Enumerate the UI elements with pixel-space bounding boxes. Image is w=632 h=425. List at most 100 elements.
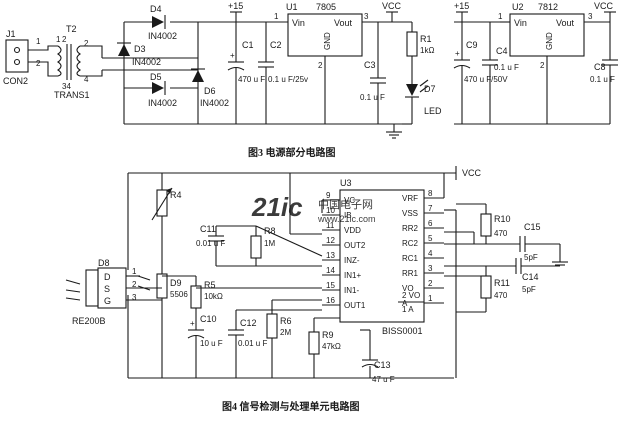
watermark-logo: 21ic <box>251 192 303 222</box>
u3-out-vo: 2 VO <box>402 291 420 300</box>
r1-value: 1kΩ <box>420 46 434 55</box>
c11-ref: C11 <box>200 224 216 234</box>
c8-value: 0.1 u F <box>590 75 615 84</box>
c3-value: 0.1 u F <box>360 93 385 102</box>
u2-part: 7812 <box>538 2 558 12</box>
resistor-r1: R1 1kΩ <box>406 22 434 84</box>
fig4-caption: 图4 信号检测与处理单元电路图 <box>222 400 360 413</box>
u3-pin-name: IN1- <box>344 286 359 295</box>
u3-pin-num: 3 <box>428 264 433 273</box>
u3-pin-num: 16 <box>326 296 335 305</box>
d4-part: IN4002 <box>148 31 177 41</box>
diode-d4: D4 IN4002 <box>148 4 177 41</box>
u2-pin3: 3 <box>588 12 593 21</box>
d3-part: IN4002 <box>132 57 161 67</box>
resistor-r5: R5 10kΩ <box>162 275 223 318</box>
u2-ref: U2 <box>512 2 524 12</box>
t2-name: TRANS1 <box>54 90 90 100</box>
u3-pin-name: RR2 <box>402 224 419 233</box>
capacitor-c1: + C1 470 u F <box>227 22 265 124</box>
capacitor-c15: C15 5pF <box>519 222 560 262</box>
led-d7: D7 LED <box>405 79 442 124</box>
resistor-r8: R8 1M <box>250 226 276 266</box>
r1-ref: R1 <box>420 34 432 44</box>
u1-pin2: 2 <box>318 61 323 70</box>
vcc-fig4: VCC <box>462 168 482 178</box>
t2-pin2-right: 2 <box>84 39 89 48</box>
u3-pin-name: A <box>402 299 408 308</box>
u3-pin-num: 14 <box>326 266 335 275</box>
u3-pin-num: 11 <box>326 221 335 230</box>
photo-d9: D9 5506 <box>137 273 188 299</box>
u3-pin-name: OUT1 <box>344 301 366 310</box>
u1-pin1: 1 <box>274 12 279 21</box>
u1-vin: Vin <box>292 18 305 28</box>
r11-value: 470 <box>494 291 508 300</box>
t2-pinlabel: 34 <box>62 82 71 91</box>
vcc-fig3-left: VCC <box>382 1 402 11</box>
watermark-21ic: 21ic 中国电子网 www.21ic.com <box>251 192 376 224</box>
c1-ref: C1 <box>242 40 254 50</box>
d8-pin-s: S <box>104 284 110 294</box>
c2-ref: C2 <box>270 40 282 50</box>
capacitor-c12: C12 0.01 u F <box>228 310 267 378</box>
d8-pin-d: D <box>104 272 111 282</box>
d9-name: 5506 <box>170 290 188 299</box>
u3-pin-name: RR1 <box>402 269 419 278</box>
capacitor-c8: C8 0.1 u F <box>590 22 618 124</box>
resistor-r11: R11 470 <box>456 266 510 313</box>
u3-pin-name: IB <box>344 211 352 220</box>
fig3-caption: 图3 电源部分电路图 <box>248 146 336 159</box>
c15-value: 5pF <box>524 253 538 262</box>
d8-pin2: 2 <box>132 280 137 289</box>
svg-text:+: + <box>230 51 235 60</box>
d7-name: LED <box>424 106 442 116</box>
r6-ref: R6 <box>280 316 292 326</box>
c9-ref: C9 <box>466 40 478 50</box>
u3-pin-name: RC2 <box>402 239 419 248</box>
c13-value: 47 u F <box>372 375 395 384</box>
u2-vout: Vout <box>556 18 575 28</box>
u3-pin-num: 1 <box>428 294 433 303</box>
u2-pin2: 2 <box>540 61 545 70</box>
u3-pin-num: 8 <box>428 189 433 198</box>
diode-d5: D5 IN4002 <box>148 72 177 108</box>
figure3-power-supply: J1 CON2 1 2 T2 1 2 2 4 34 TRANS1 <box>3 1 618 159</box>
d5-ref: D5 <box>150 72 162 82</box>
t2-pin2: 2 <box>62 35 67 44</box>
d8-name: RE200B <box>72 316 106 326</box>
r9-value: 47kΩ <box>322 342 341 351</box>
d7-ref: D7 <box>424 84 436 94</box>
t2-pin1: 1 <box>56 35 61 44</box>
r8-ref: R8 <box>264 226 276 236</box>
c2-value: 0.1 u F/25v <box>268 75 308 84</box>
capacitor-c13: C13 47 u F <box>361 346 395 384</box>
d3-ref: D3 <box>134 44 146 54</box>
u3-pin-num: 5 <box>428 234 433 243</box>
capacitor-c9: + C9 470 u F/50V <box>453 22 508 124</box>
u3-pin-name: VDD <box>344 226 361 235</box>
u3-biss0001: U3 BISS0001 9VC10IB11VDD12OUT213INZ-14IN… <box>322 178 444 336</box>
t2-ref: T2 <box>66 24 77 34</box>
watermark-url: www.21ic.com <box>317 214 376 224</box>
j1-ref: J1 <box>6 29 16 39</box>
sensor-d8: D8 D S G 1 2 3 RE200B <box>65 258 137 326</box>
u3-pin-num: 9 <box>326 191 331 200</box>
figure4-signal-unit: VCC D8 D S G 1 2 3 RE200B <box>65 166 568 413</box>
u3-pin-name: VRF <box>402 194 418 203</box>
u1-vout: Vout <box>334 18 353 28</box>
c4-value: 0.1 u F <box>494 63 519 72</box>
watermark-subtitle: 中国电子网 <box>318 198 373 211</box>
capacitor-c11: C11 0.01 u F <box>196 224 225 266</box>
u1-gnd: GND <box>323 32 332 50</box>
c4-ref: C4 <box>496 46 508 56</box>
u3-pin-num: 2 <box>428 279 433 288</box>
u1-ref: U1 <box>286 2 298 12</box>
u3-pin-num: 12 <box>326 236 335 245</box>
c12-ref: C12 <box>240 318 257 328</box>
vcc-fig3-right: VCC <box>594 1 614 11</box>
d9-ref: D9 <box>170 278 182 288</box>
d4-ref: D4 <box>150 4 162 14</box>
j1-name: CON2 <box>3 76 28 86</box>
r9-ref: R9 <box>322 330 334 340</box>
